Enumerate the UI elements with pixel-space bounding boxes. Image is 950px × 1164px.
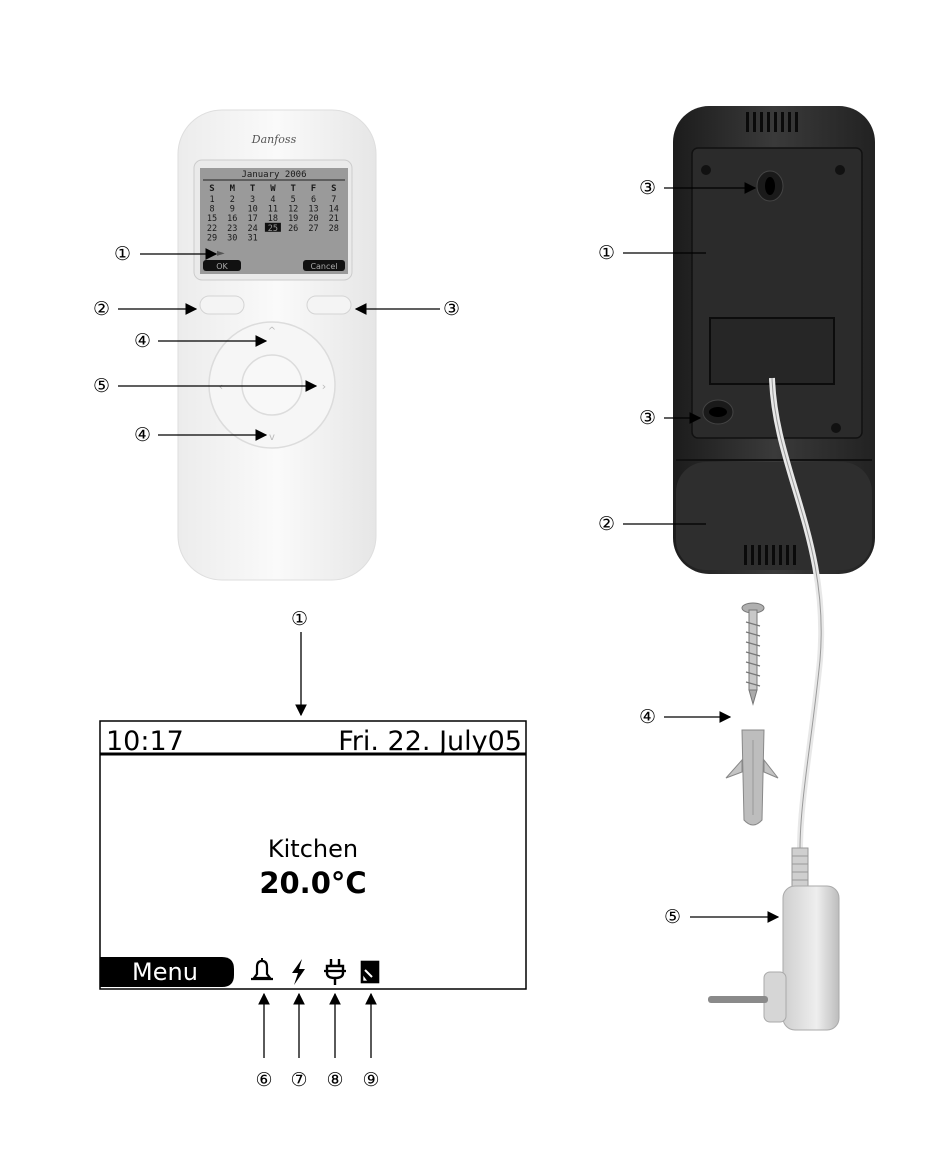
calendar-day[interactable]: 12 [288,205,298,215]
calendar-day[interactable]: 7 [331,195,336,205]
calendar-month-title: January 2006 [241,170,306,180]
calendar-day[interactable]: 5 [291,195,296,205]
display-detail: ① 10:17 Fri. 22. July05 Kitchen 20.0°C M… [100,608,526,1091]
calendar-day[interactable]: 1 [209,195,214,205]
power-adapter [708,848,839,1030]
calendar-weekday: T [290,184,296,194]
calendar-weekday: S [209,184,214,194]
calendar-day[interactable]: 21 [329,214,339,224]
center-button[interactable] [242,355,302,415]
wall-plug [726,730,778,825]
callout-plug-icon: ⑧ [326,1069,343,1091]
screw-boss [835,165,845,175]
upper-keyhole [757,171,783,201]
calendar-day[interactable]: 20 [308,214,318,224]
brand-logo: Danfoss [251,133,297,146]
callout-left-softkey: ② [93,298,110,320]
calendar-day[interactable]: 25 [268,224,278,234]
callout-nav-up: ④ [134,330,151,352]
calendar-day[interactable]: 19 [288,214,298,224]
calendar-day[interactable]: 17 [247,214,257,224]
battery-compartment [710,318,834,384]
callout-power-adapter: ⑤ [664,906,681,928]
calendar-day[interactable]: 22 [207,224,217,234]
callout-upper-keyhole: ③ [639,177,656,199]
right-softkey-button[interactable] [307,296,351,314]
lcd-temperature: 20.0°C [259,866,366,900]
calendar-day[interactable]: 4 [270,195,275,205]
calendar-day[interactable]: 29 [207,233,217,243]
screw [742,603,764,704]
screw-boss [701,165,711,175]
calendar-day[interactable]: 11 [268,205,278,215]
callout-lightning-icon: ⑦ [290,1069,307,1091]
calendar-day[interactable]: 30 [227,233,237,243]
calendar-day[interactable]: 8 [209,205,214,215]
calendar-day[interactable]: 10 [247,205,257,215]
softkey-ok-label: OK [216,262,228,271]
callout-nav-down: ④ [134,424,151,446]
softkey-cancel-label: Cancel [310,262,337,271]
callout-right-softkey: ③ [443,298,460,320]
calendar-weekday: M [230,184,236,194]
lcd-time: 10:17 [106,726,184,757]
calendar-day[interactable]: 6 [311,195,316,205]
callout-display: ① [291,608,308,630]
calendar-day[interactable]: 3 [250,195,255,205]
calendar-day[interactable]: 31 [247,233,257,243]
calendar-day[interactable]: 9 [230,205,235,215]
callout-nav-center: ⑤ [93,375,110,397]
callout-remote-screen: ① [114,243,131,265]
calendar-day[interactable]: 14 [329,205,339,215]
callout-lower-keyhole: ③ [639,407,656,429]
calendar-day[interactable]: 27 [308,224,318,234]
wall-unit [673,106,875,574]
callout-terminal-cover: ② [598,513,615,535]
calendar-weekday: S [331,184,336,194]
lcd-menu-softkey-label[interactable]: Menu [132,958,198,986]
nav-up-icon: ^ [268,326,276,337]
calendar-day[interactable]: 16 [227,214,237,224]
calendar-day[interactable]: 15 [207,214,217,224]
calendar-weekday: W [270,184,276,194]
nav-right-icon: › [322,380,326,393]
calendar-day[interactable]: 2 [230,195,235,205]
calendar-day[interactable]: 26 [288,224,298,234]
callout-bell-icon: ⑥ [255,1069,272,1091]
lcd-room-name: Kitchen [268,835,358,863]
calendar-weekday: F [311,184,316,194]
calendar-cursor-arrow: ► [217,248,225,259]
calendar-day[interactable]: 23 [227,224,237,234]
lcd-date: Fri. 22. July05 [338,726,522,757]
calendar-day[interactable]: 13 [308,205,318,215]
callout-screw-and-plug: ④ [639,706,656,728]
calendar-day[interactable]: 28 [329,224,339,234]
callout-mounting-plate: ① [598,242,615,264]
left-softkey-button[interactable] [200,296,244,314]
callout-battery-icon: ⑨ [362,1069,379,1091]
nav-down-icon: v [269,432,275,443]
calendar-day[interactable]: 18 [268,214,278,224]
screw-boss [831,423,841,433]
calendar-weekday: T [250,184,256,194]
lower-keyhole [703,400,733,424]
calendar-day[interactable]: 24 [247,224,257,234]
